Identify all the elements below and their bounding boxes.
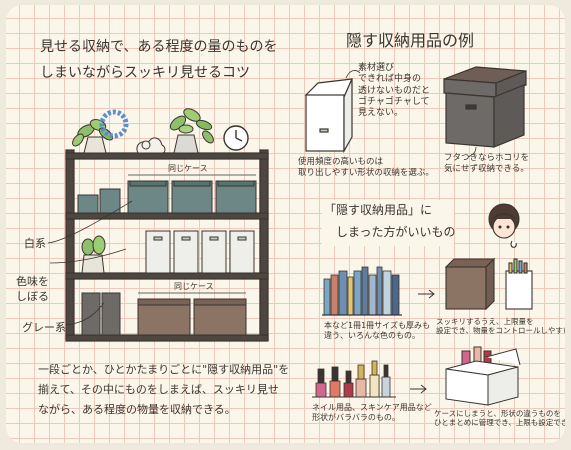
books-result: スッキリするうえ、上限量を 設定でき、物量をコントロールしやすい。 bbox=[436, 317, 565, 336]
nail-polish-illustration bbox=[312, 360, 396, 398]
note-material-line: 透けないものだと bbox=[358, 85, 431, 96]
books-illustration bbox=[322, 266, 402, 316]
potted-plant-icon bbox=[169, 108, 214, 154]
note-material-line: ゴチャゴチャして bbox=[358, 96, 430, 107]
caption-line-1: 一段ごとか、ひとかたまりごとに"隠す収納用品"を bbox=[38, 363, 290, 376]
note-material: 素材選び できれば中身の 透けないものだと ゴチャゴチャして 見えない。 bbox=[358, 63, 430, 119]
left-title-line-2: しまいながらスッキリ見せるコツ bbox=[40, 65, 250, 81]
nail-result: ケースにしまうと、形状の違うものを ひとまとめに管理でき、上限も設定できる。 bbox=[434, 409, 565, 428]
callout-taste-line-2: しぼる bbox=[16, 290, 49, 303]
woman-face-icon bbox=[488, 203, 520, 248]
nail-caption-line: 形状がバラバラのもの。 bbox=[312, 413, 400, 422]
bottom-boxes-row bbox=[81, 292, 247, 336]
books-caption-line: 違う、いろんな色のもの。 bbox=[324, 331, 420, 340]
arrow-right-icon bbox=[410, 384, 427, 394]
shelf-label-same-case-bottom: 同じケース bbox=[174, 282, 214, 291]
potted-plant-icon bbox=[72, 119, 114, 154]
note-lid: フタつきならホコリを 気にせず収納できる。 bbox=[444, 153, 529, 174]
quote-line-1: 「隠す収納用品」に bbox=[324, 203, 433, 217]
nail-result-line: ひとまとめに管理でき、上限も設定できる。 bbox=[434, 418, 565, 428]
books-caption: 本など1冊1冊サイズも厚みも 違う、いろんな色のもの。 bbox=[324, 321, 430, 341]
note-frequency-line: 取り出しやすい形状の収納を選ぶ。 bbox=[298, 167, 434, 178]
file-box-illustration bbox=[304, 78, 353, 154]
illustration-page: 見せる収納で、ある程度の量のものを しまいながらスッキリ見せるコツ 同じケース … bbox=[6, 5, 565, 443]
arrow-right-icon bbox=[418, 289, 435, 299]
books-result-line: スッキリするうえ、上限量を bbox=[436, 317, 534, 326]
caption-line-3: ながら、ある程度の物量を収納できる。 bbox=[38, 403, 236, 416]
lidded-box-illustration bbox=[443, 66, 527, 148]
note-material-line: 素材選び bbox=[358, 63, 395, 73]
wall-clock-icon bbox=[223, 125, 249, 151]
left-title-line-1: 見せる収納で、ある程度の量のものを bbox=[40, 39, 278, 55]
callout-gray: グレー系 bbox=[22, 321, 66, 334]
note-frequency: 使用頻度の高いものは 取り出しやすい形状の収納を選ぶ。 bbox=[298, 157, 434, 178]
wreath-icon bbox=[99, 109, 129, 139]
teal-boxes-row bbox=[77, 180, 257, 214]
note-material-line: 見えない。 bbox=[358, 108, 404, 118]
box-and-file-illustration bbox=[444, 257, 533, 311]
callout-white: 白系 bbox=[24, 237, 46, 250]
callout-taste-line-1: 色味を bbox=[16, 275, 49, 288]
note-frequency-line: 使用頻度の高いものは bbox=[298, 157, 384, 167]
caption-line-2: 揃えて、その中にものをしまえば、スッキリ見せ bbox=[38, 383, 279, 396]
quote-line-2: しまった方がいいもの bbox=[336, 225, 456, 239]
illustration-svg bbox=[47, 66, 533, 406]
right-title: 隠す収納用品の例 bbox=[346, 31, 475, 50]
note-lid-line: 気にせず収納できる。 bbox=[444, 163, 529, 174]
note-material-line: できれば中身の bbox=[358, 74, 422, 85]
shelf-unit bbox=[65, 149, 269, 342]
bird-figure-icon bbox=[136, 137, 166, 154]
nail-result-line: ケースにしまうと、形状の違うものを bbox=[434, 409, 561, 418]
nail-caption-line: ネイル用品、スキンケア用品など bbox=[312, 403, 432, 412]
note-lid-line: フタつきならホコリを bbox=[444, 153, 530, 163]
shelf-label-same-case-top: 同じケース bbox=[168, 164, 208, 173]
nail-caption: ネイル用品、スキンケア用品など 形状がバラバラのもの。 bbox=[312, 403, 432, 423]
storage-case-illustration bbox=[445, 346, 521, 406]
books-result-line: 設定でき、物量をコントロールしやすい。 bbox=[436, 326, 565, 336]
white-boxes-row bbox=[81, 230, 255, 274]
books-caption-line: 本など1冊1冊サイズも厚みも bbox=[324, 321, 430, 330]
